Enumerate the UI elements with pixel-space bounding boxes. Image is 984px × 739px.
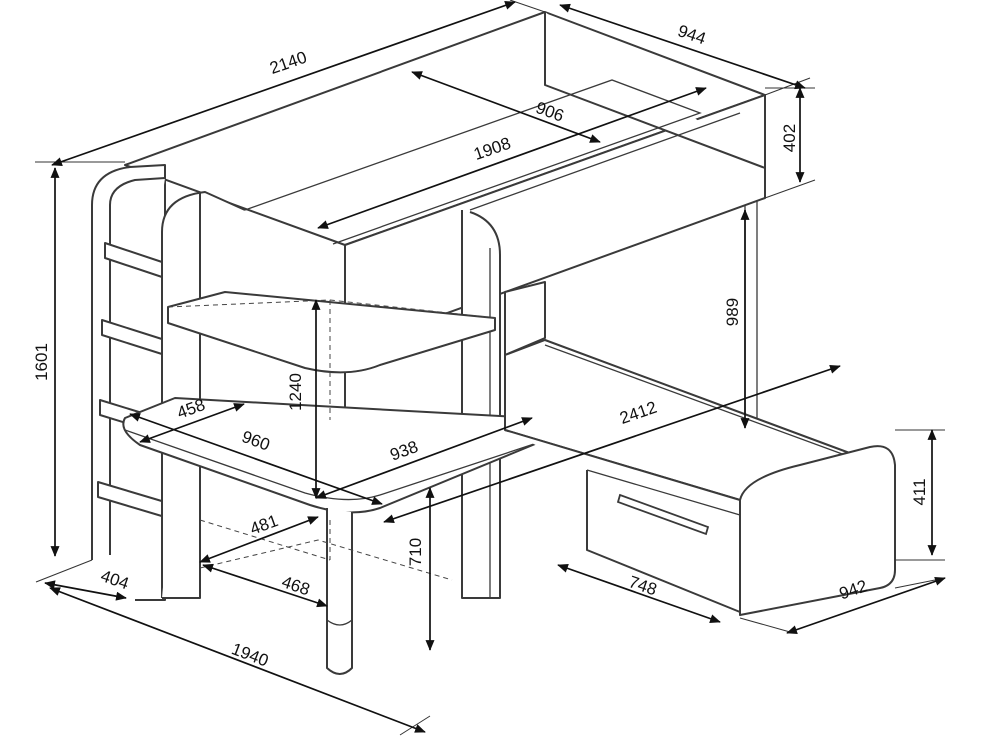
dim-label-989: 989 <box>723 298 742 326</box>
dim-label-710: 710 <box>406 538 425 566</box>
dim-label-481: 481 <box>248 511 281 539</box>
dim-label-1940: 1940 <box>229 639 271 670</box>
dim-label-402: 402 <box>780 124 799 152</box>
dimension-lines <box>44 1 946 733</box>
dim-label-468: 468 <box>279 572 312 599</box>
ladder-panel <box>91 164 166 601</box>
furniture-drawing <box>91 11 896 675</box>
dim-label-944: 944 <box>675 21 708 48</box>
desk-leg <box>326 508 353 675</box>
dim-label-2140: 2140 <box>267 48 309 78</box>
lower-bed <box>504 281 896 616</box>
dim-label-411: 411 <box>910 478 929 505</box>
shelves <box>167 291 496 374</box>
dim-label-1601: 1601 <box>32 343 51 381</box>
dim-label-1240: 1240 <box>286 373 305 411</box>
